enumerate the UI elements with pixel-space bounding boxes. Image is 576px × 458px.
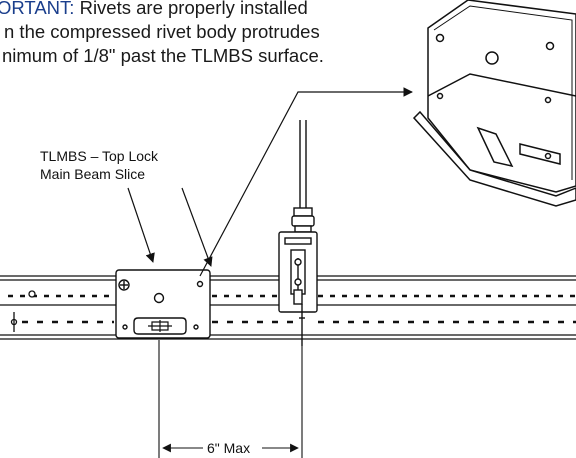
tlmbs-callout-label: TLMBS – Top Lock Main Beam Slice xyxy=(40,147,158,183)
note-line-1: ORTANT: Rivets are properly installed xyxy=(0,0,417,20)
hanger-assembly xyxy=(278,120,318,346)
note-line-1-text: Rivets are properly installed xyxy=(74,0,308,18)
callout-line-1: TLMBS – Top Lock xyxy=(40,148,159,164)
note-lead: ORTANT: xyxy=(0,0,75,18)
dimension-lines xyxy=(158,340,303,458)
note-line-2: n the compressed rivet body protrudes xyxy=(4,21,320,42)
important-note: ORTANT: Rivets are properly installed n … xyxy=(0,0,420,72)
callout-line-2: Main Beam Slice xyxy=(40,166,146,182)
callout-arrows xyxy=(127,87,413,277)
tlmbs-plate xyxy=(115,269,211,339)
note-line-3: nimum of 1/8" past the TLMBS surface. xyxy=(2,45,324,66)
dimension-label: 6" Max xyxy=(205,440,253,456)
tlmbs-detail-view xyxy=(412,0,576,207)
